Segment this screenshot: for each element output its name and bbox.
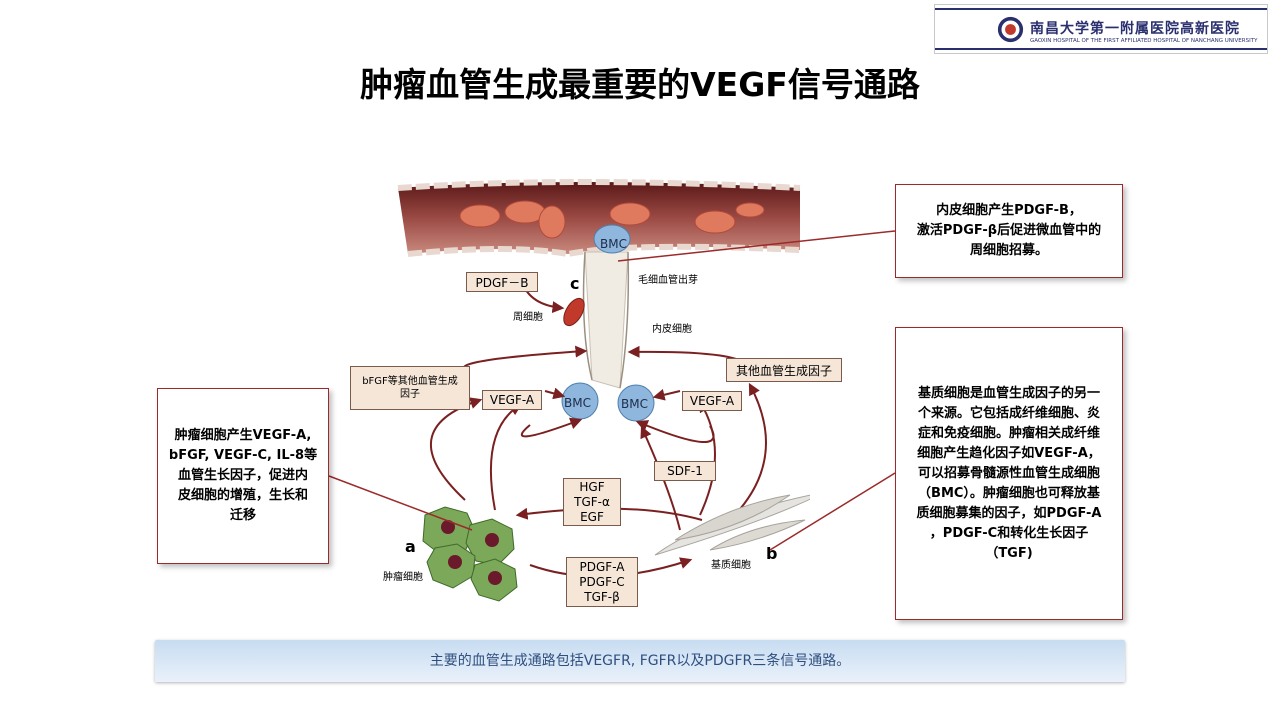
callout-left-line-2: bFGF, VEGF-C, IL-8等 bbox=[168, 448, 318, 463]
arrow-vegfa-to-bmc-left bbox=[544, 387, 566, 400]
arrow-tumor-to-bfgf bbox=[429, 397, 483, 501]
stromal-cell-label: 基质细胞 bbox=[711, 560, 751, 571]
egf-label: EGF bbox=[580, 509, 604, 524]
vegf-a-left-label: VEGF-A bbox=[482, 390, 542, 410]
bmc-label-right: BMC bbox=[621, 397, 648, 411]
pdgf-b-label: PDGF－B bbox=[466, 272, 538, 292]
callout-pdgf-b: 内皮细胞产生PDGF-B， 激活PDGF-β后促进微血管中的 周细胞招募。 bbox=[895, 184, 1123, 278]
arrow-vegfa-to-bmc-right bbox=[652, 388, 681, 401]
endothelial-label: 内皮细胞 bbox=[652, 324, 692, 335]
callout-left-line-4: 皮细胞的增殖，生长和 bbox=[177, 488, 308, 503]
callout-left-line-1: 肿瘤细胞产生VEGF-A, bbox=[174, 428, 312, 443]
hospital-name: 南昌大学第一附属医院高新医院 bbox=[1030, 21, 1240, 37]
callout-top-line-1: 内皮细胞产生PDGF-B， bbox=[936, 203, 1082, 218]
hospital-seal-icon bbox=[997, 16, 1024, 43]
red-blood-cell bbox=[459, 204, 501, 228]
arrow-tumor-to-vegfa bbox=[489, 403, 523, 511]
bmc-label-top: BMC bbox=[600, 237, 627, 251]
tgf-alpha-label: TGF-α bbox=[574, 494, 610, 509]
arrow-stroma-to-vegfa bbox=[698, 399, 716, 516]
tumor-nucleus bbox=[485, 533, 499, 547]
callout-right-line-3: 症和免疫细胞。肿瘤相关成纤维 bbox=[917, 425, 1100, 441]
tumor-cell-label: 肿瘤细胞 bbox=[383, 572, 423, 583]
arrow-stroma-to-factors bbox=[729, 382, 767, 521]
slide-title: 肿瘤血管生成最重要的VEGF信号通路 bbox=[360, 65, 920, 104]
other-factors-label: 其他血管生成因子 bbox=[726, 358, 842, 382]
callout-left-line-5: 迁移 bbox=[229, 508, 256, 523]
pdgf-a-label: PDGF-A bbox=[579, 559, 625, 574]
panel-letter-a: a bbox=[405, 537, 416, 556]
callout-top-line-3: 周细胞招募。 bbox=[969, 243, 1048, 258]
hospital-logo: 南昌大学第一附属医院高新医院 GAOXIN HOSPITAL OF THE FI… bbox=[934, 4, 1268, 54]
tumor-nucleus bbox=[488, 571, 502, 585]
red-blood-cell bbox=[609, 202, 651, 226]
red-blood-cell bbox=[694, 210, 736, 234]
hgf-label: HGF bbox=[579, 479, 605, 494]
tgf-beta-label: TGF-β bbox=[584, 589, 620, 604]
hgf-tgf-egf-label: HGF TGF-α EGF bbox=[563, 478, 621, 526]
vessel-wall-top bbox=[397, 179, 801, 191]
arrow-sdf1-to-bmc bbox=[640, 425, 681, 531]
footer-summary: 主要的血管生成通路包括VEGFR, FGFR以及PDGFR三条信号通路。 bbox=[155, 640, 1125, 682]
callout-tumor-cells: 肿瘤细胞产生VEGF-A, bFGF, VEGF-C, IL-8等 血管生长因子… bbox=[157, 388, 329, 564]
callout-right-line-7: 质细胞募集的因子，如PDGF-A bbox=[916, 505, 1102, 521]
logo-bottom-rule bbox=[935, 48, 1267, 50]
arrow-loop-left bbox=[520, 417, 583, 438]
red-blood-cell bbox=[735, 202, 765, 218]
callout-right-line-5: 可以招募骨髓源性血管生成细胞 bbox=[917, 465, 1100, 481]
panel-letter-b: b bbox=[766, 544, 778, 563]
pdgf-tgf-label: PDGF-A PDGF-C TGF-β bbox=[566, 557, 638, 607]
callout-right-line-9: （TGF) bbox=[985, 545, 1033, 561]
callout-top-line-2: 激活PDGF-β后促进微血管中的 bbox=[916, 223, 1102, 238]
callout-left-line-3: 血管生长因子，促进内 bbox=[177, 468, 308, 483]
tumor-nucleus bbox=[441, 520, 455, 534]
panel-letter-c: c bbox=[570, 274, 580, 293]
callout-right-line-1: 基质细胞是血管生成因子的另一 bbox=[917, 385, 1100, 401]
pdgf-c-label: PDGF-C bbox=[579, 574, 625, 589]
sprout-edge-right bbox=[619, 251, 630, 389]
callout-right-line-2: 个来源。它包括成纤维细胞、炎 bbox=[917, 405, 1100, 421]
arrow-bfgf-to-sprout bbox=[462, 345, 588, 371]
sdf-1-label: SDF-1 bbox=[654, 461, 716, 481]
red-blood-cell bbox=[538, 205, 566, 239]
logo-top-rule bbox=[935, 8, 1267, 10]
arrow-loop-right bbox=[635, 420, 715, 444]
tumor-nucleus bbox=[448, 555, 462, 569]
pericyte-label: 周细胞 bbox=[513, 312, 543, 323]
sprout-label: 毛细血管出芽 bbox=[638, 275, 698, 286]
capillary-sprout bbox=[584, 251, 629, 389]
callout-right-line-4: 细胞产生趋化因子如VEGF-A， bbox=[917, 445, 1101, 461]
bfgf-factors-label: bFGF等其他血管生成因子 bbox=[350, 366, 470, 410]
bmc-label-left: BMC bbox=[564, 396, 591, 410]
callout-stromal-cells: 基质细胞是血管生成因子的另一 个来源。它包括成纤维细胞、炎 症和免疫细胞。肿瘤相… bbox=[895, 327, 1123, 620]
callout-right-line-8: ，PDGF-C和转化生长因子 bbox=[929, 525, 1089, 541]
vegf-pathway-diagram: BMC BMC BMC PDGF－B c 毛细血管出芽 周细胞 内皮细胞 bFG… bbox=[330, 170, 842, 610]
pericyte-cell bbox=[563, 297, 585, 327]
hospital-subtitle: GAOXIN HOSPITAL OF THE FIRST AFFILIATED … bbox=[1030, 38, 1258, 44]
vegf-a-right-label: VEGF-A bbox=[682, 391, 742, 411]
callout-right-line-6: （BMC）。肿瘤细胞也可释放基 bbox=[918, 485, 1100, 501]
sprout-edge-left bbox=[582, 251, 593, 381]
